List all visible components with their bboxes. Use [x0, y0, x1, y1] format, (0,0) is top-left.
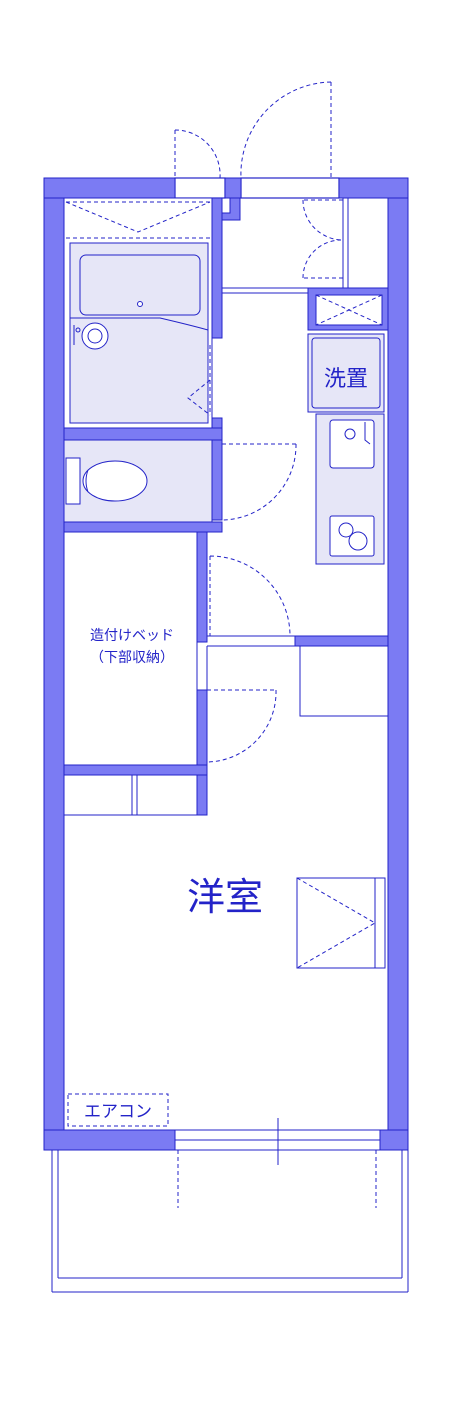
bed-label-line1: 造付けベッド — [90, 628, 174, 644]
sink-icon — [329, 419, 375, 469]
room-label: 洋室 — [187, 875, 263, 919]
built-in-bed — [63, 531, 198, 766]
balcony-window — [174, 1118, 381, 1208]
bed-label-line2: （下部収納） — [90, 650, 174, 666]
entrance-door — [174, 81, 332, 179]
balcony — [51, 1150, 409, 1293]
washer-space — [307, 333, 385, 413]
entrance-door-leaves — [174, 177, 340, 199]
outer-walls — [43, 177, 409, 1151]
kitchen-counter — [315, 413, 385, 565]
storage-box — [315, 294, 383, 326]
aircon — [67, 1093, 169, 1127]
shoe-cabinet — [302, 197, 389, 289]
washer-label: 洗置 — [324, 367, 368, 392]
hall-door — [206, 555, 291, 763]
toilet-room — [63, 439, 297, 523]
aircon-label: エアコン — [84, 1102, 152, 1122]
bathroom — [63, 197, 213, 429]
closet — [63, 774, 198, 816]
main-room — [296, 645, 389, 969]
toilet-icon — [82, 460, 148, 502]
drain-icon — [137, 301, 143, 307]
stove-icon — [329, 515, 375, 557]
hall-lines — [207, 287, 308, 647]
